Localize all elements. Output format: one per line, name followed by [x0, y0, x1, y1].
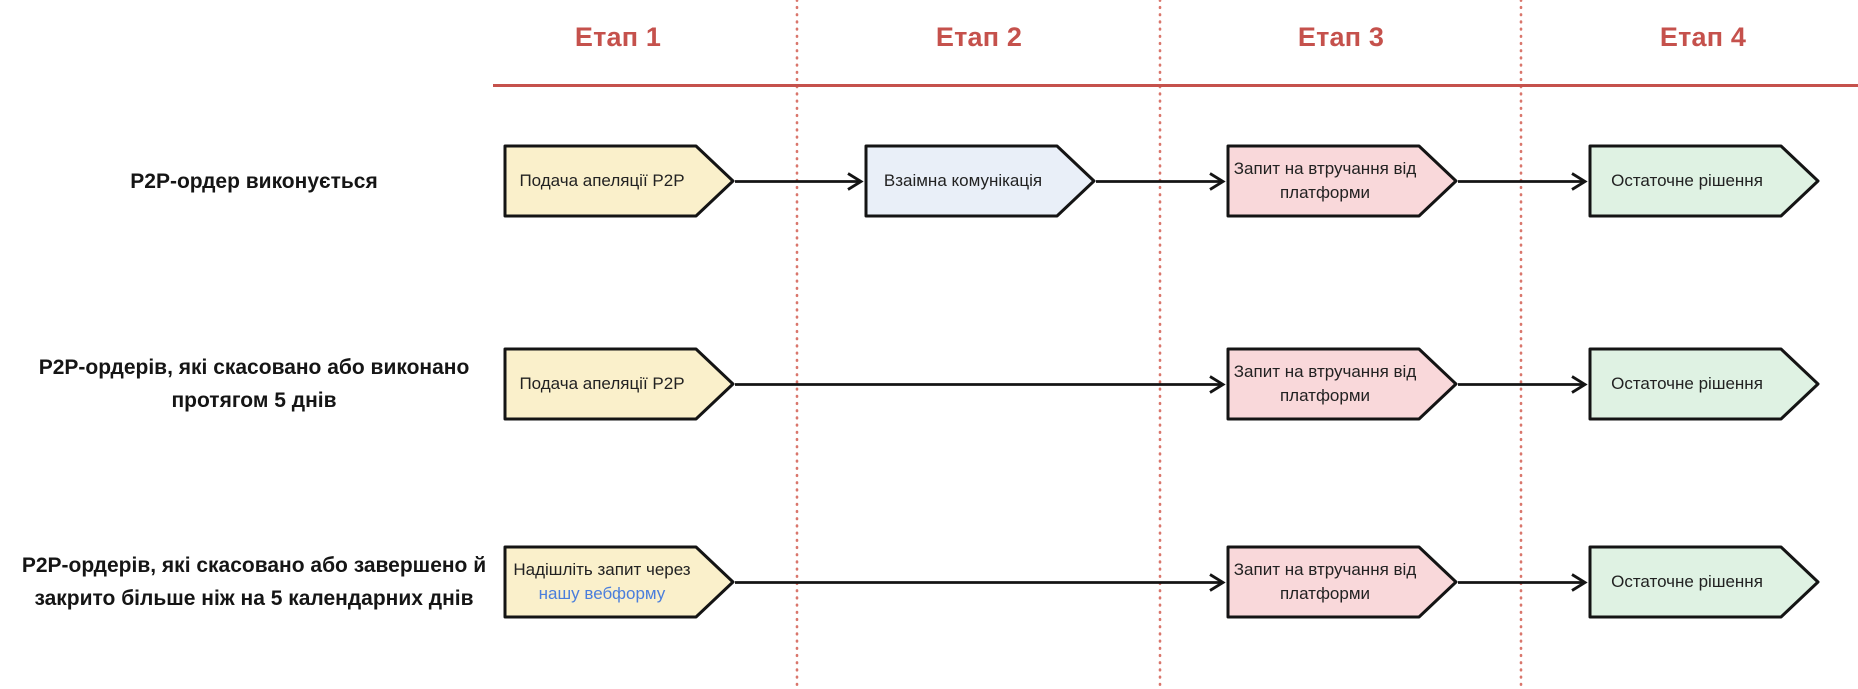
box-text: Взаімна комунікація — [883, 171, 1043, 190]
box-r2-submit-appeal: Подача апеляції P2P — [503, 347, 735, 421]
arrow-r2-appeal-to-platform — [735, 375, 1226, 394]
row-label-line: протягом 5 днів — [171, 389, 337, 412]
arrow-r2-platform-to-decision — [1458, 375, 1588, 394]
box-r1-final-decision: Остаточне рішення — [1588, 144, 1820, 218]
arrow-shape — [1226, 545, 1458, 619]
row-label-line: закрито більше ніж на 5 календарних днів — [34, 587, 474, 610]
stage-header-1: Етап 1 — [574, 22, 662, 52]
arrow-shape — [503, 347, 735, 421]
box-r1-mutual-communication: Взаімна комунікація — [864, 144, 1096, 218]
row-label-cancelled-within-5-days: P2P-ордерів, які скасовано або виконано … — [0, 351, 508, 417]
arrow-shape — [864, 144, 1096, 218]
box-r3-webform-request: Надішліть запит через нашу вебформу — [503, 545, 735, 619]
stage-header-3: Етап 3 — [1297, 22, 1385, 52]
arrow-r1-appeal-to-communication — [735, 172, 864, 191]
row-label-closed-over-5-days: P2P-ордерів, які скасовано або завершено… — [0, 549, 508, 615]
box-text: Надішліть запит через нашу вебформу — [511, 545, 693, 619]
arrow-r3-webform-to-platform — [735, 573, 1226, 592]
arrow-r3-platform-to-decision — [1458, 573, 1588, 592]
box-text: Остаточне рішення — [1611, 374, 1763, 393]
arrow-r1-platform-to-decision — [1458, 172, 1588, 191]
arrow-shape — [1588, 545, 1820, 619]
stage-header-2: Етап 2 — [935, 22, 1023, 52]
arrow-shape — [503, 144, 735, 218]
box-text: Подача апеляції P2P — [519, 374, 685, 393]
row-label-line: P2P-ордер виконується — [130, 170, 378, 193]
box-r1-submit-appeal: Подача апеляції P2P — [503, 144, 735, 218]
arrow-shape — [1226, 347, 1458, 421]
box-text: Подача апеляції P2P — [519, 171, 685, 190]
webform-link[interactable]: нашу вебформу — [538, 584, 666, 603]
box-r2-final-decision: Остаточне рішення — [1588, 347, 1820, 421]
arrow-shape — [1588, 347, 1820, 421]
row-label-line: P2P-ордерів, які скасовано або виконано — [38, 356, 470, 379]
arrow-shape — [1588, 144, 1820, 218]
arrow-shape — [1226, 144, 1458, 218]
row-label-line: P2P-ордерів, які скасовано або завершено… — [21, 554, 487, 577]
box-r3-final-decision: Остаточне рішення — [1588, 545, 1820, 619]
arrow-r1-communication-to-platform — [1096, 172, 1226, 191]
stage-header-4: Етап 4 — [1659, 22, 1747, 52]
box-text: Остаточне рішення — [1611, 572, 1763, 591]
row-label-order-in-progress: P2P-ордер виконується — [0, 165, 508, 198]
box-text: Остаточне рішення — [1611, 171, 1763, 190]
arrow-shape — [503, 545, 735, 619]
